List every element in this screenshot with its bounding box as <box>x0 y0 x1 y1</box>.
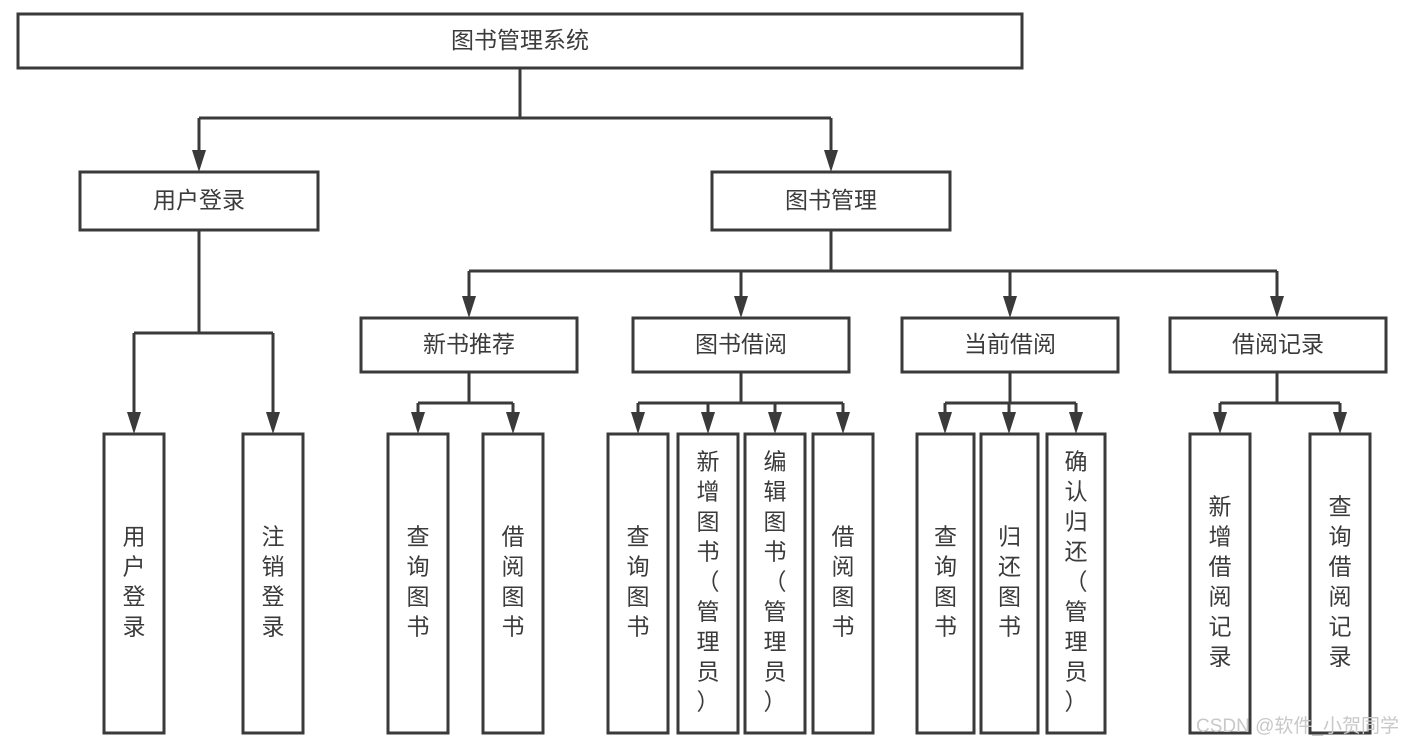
node-box[interactable] <box>979 432 1040 735</box>
node-label: 新增借阅记录 <box>1209 494 1232 670</box>
node-box[interactable] <box>102 432 166 735</box>
node-book-management[interactable]: 图书管理 <box>710 170 952 232</box>
node-label: 新书推荐 <box>423 331 515 357</box>
node-box[interactable] <box>631 316 851 374</box>
connector-layer <box>127 68 1347 434</box>
leaf-node-leaf-edit-book[interactable]: 编辑图书（管理员） <box>743 432 807 735</box>
leaf-node-leaf-add-book[interactable]: 新增图书（管理员） <box>676 432 740 735</box>
leaf-node-leaf-user-login[interactable]: 用户登录 <box>102 432 166 735</box>
csdn-watermark: CSDN @软件_小贺同学 <box>1196 715 1399 737</box>
node-box[interactable] <box>606 432 670 735</box>
arrow-head-icon <box>1003 296 1017 318</box>
leaf-node-leaf-logout[interactable]: 注销登录 <box>241 432 305 735</box>
node-box[interactable] <box>481 432 545 735</box>
leaf-node-leaf-borrow-book[interactable]: 借阅图书 <box>811 432 875 735</box>
connector-book-management-to-level3 <box>462 230 1284 318</box>
node-box[interactable] <box>1308 432 1372 735</box>
arrow-head-icon <box>1002 412 1016 434</box>
leaf-node-leaf-confirm-return[interactable]: 确认归还（管理员） <box>1045 432 1107 735</box>
root-node-root[interactable]: 图书管理系统 <box>16 12 1024 70</box>
node-current-borrow[interactable]: 当前借阅 <box>900 316 1120 374</box>
node-label: 图书管理系统 <box>451 27 589 53</box>
connector-new-book-recommend-to-leaves <box>411 372 520 434</box>
node-label: 查询图书 <box>407 524 430 640</box>
node-label: 注销登录 <box>262 524 285 640</box>
node-layer: 图书管理系统用户登录图书管理新书推荐图书借阅当前借阅借阅记录用户登录注销登录查询… <box>16 12 1388 735</box>
node-new-book-recommend[interactable]: 新书推荐 <box>359 316 579 374</box>
node-label: 借阅图书 <box>832 524 855 640</box>
node-box[interactable] <box>78 170 320 232</box>
leaf-node-leaf-query-book-rec[interactable]: 查询图书 <box>386 432 450 735</box>
arrow-head-icon <box>1270 296 1284 318</box>
arrow-head-icon <box>266 412 280 434</box>
leaf-node-leaf-add-record[interactable]: 新增借阅记录 <box>1188 432 1252 735</box>
leaf-node-leaf-query-record[interactable]: 查询借阅记录 <box>1308 432 1372 735</box>
connector-borrow-records-to-leaves <box>1213 372 1347 434</box>
arrow-head-icon <box>411 412 425 434</box>
arrow-head-icon <box>1213 412 1227 434</box>
connector-user-login-to-leaves <box>127 230 280 434</box>
node-label: 编辑图书（管理员） <box>764 449 787 715</box>
node-box[interactable] <box>16 12 1024 70</box>
node-label: 借阅图书 <box>502 524 525 640</box>
node-box[interactable] <box>743 432 807 735</box>
node-box[interactable] <box>900 316 1120 374</box>
leaf-node-leaf-borrow-book-rec[interactable]: 借阅图书 <box>481 432 545 735</box>
arrow-head-icon <box>701 412 715 434</box>
node-label: 用户登录 <box>123 524 146 640</box>
node-box[interactable] <box>710 170 952 232</box>
node-label: 图书管理 <box>785 187 877 213</box>
arrow-head-icon <box>938 412 952 434</box>
node-box[interactable] <box>386 432 450 735</box>
arrow-head-icon <box>506 412 520 434</box>
arrow-head-icon <box>127 412 141 434</box>
node-label: 确认归还（管理员） <box>1065 449 1088 715</box>
node-box[interactable] <box>359 316 579 374</box>
node-label: 归还图书 <box>998 524 1021 640</box>
node-label: 查询图书 <box>934 524 957 640</box>
node-borrow-records[interactable]: 借阅记录 <box>1168 316 1388 374</box>
node-box[interactable] <box>1188 432 1252 735</box>
node-label: 查询借阅记录 <box>1329 494 1352 670</box>
arrow-head-icon <box>1333 412 1347 434</box>
arrow-head-icon <box>768 412 782 434</box>
node-book-borrow[interactable]: 图书借阅 <box>631 316 851 374</box>
arrow-head-icon <box>192 150 206 172</box>
connector-root-to-level2 <box>192 68 838 172</box>
node-box[interactable] <box>676 432 740 735</box>
connector-current-borrow-to-leaves <box>938 372 1083 434</box>
leaf-node-leaf-query-book-cur[interactable]: 查询图书 <box>915 432 976 735</box>
arrow-head-icon <box>1069 412 1083 434</box>
node-label: 新增图书（管理员） <box>697 449 720 715</box>
node-label: 借阅记录 <box>1232 331 1324 357</box>
leaf-node-leaf-query-book[interactable]: 查询图书 <box>606 432 670 735</box>
node-label: 用户登录 <box>153 187 245 213</box>
node-label: 查询图书 <box>627 524 650 640</box>
arrow-head-icon <box>462 296 476 318</box>
node-box[interactable] <box>241 432 305 735</box>
node-box[interactable] <box>1168 316 1388 374</box>
node-box[interactable] <box>915 432 976 735</box>
node-box[interactable] <box>811 432 875 735</box>
arrow-head-icon <box>836 412 850 434</box>
node-label: 当前借阅 <box>964 331 1056 357</box>
node-box[interactable] <box>1045 432 1107 735</box>
node-label: 图书借阅 <box>695 331 787 357</box>
arrow-head-icon <box>824 150 838 172</box>
arrow-head-icon <box>631 412 645 434</box>
arrow-head-icon <box>734 296 748 318</box>
connector-book-borrow-to-leaves <box>631 372 850 434</box>
leaf-node-leaf-return-book[interactable]: 归还图书 <box>979 432 1040 735</box>
node-user-login[interactable]: 用户登录 <box>78 170 320 232</box>
